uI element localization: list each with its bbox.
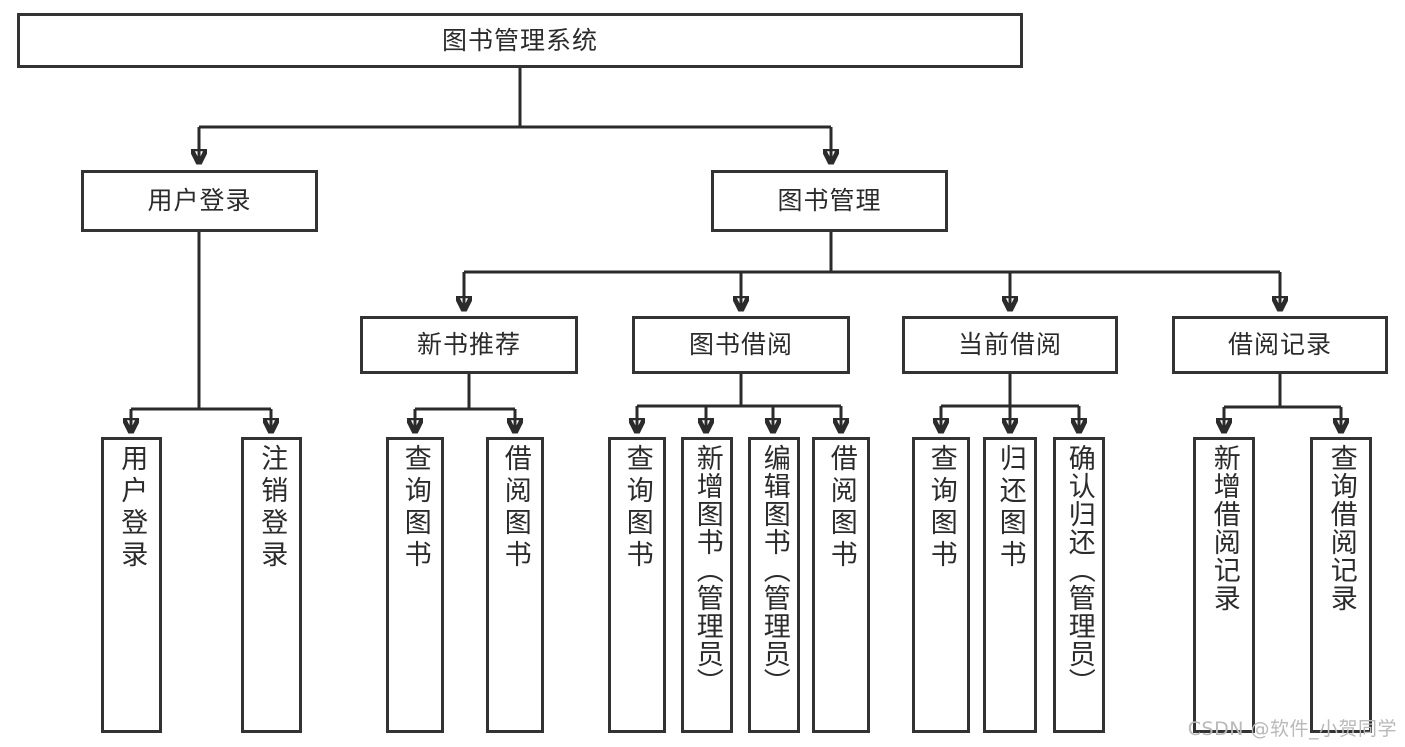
node-book-borrow[interactable]: 图书借阅: [632, 316, 850, 374]
node-label: 新增借阅记录: [1208, 444, 1240, 612]
node-label: 编辑图书（管理员）: [758, 444, 790, 696]
node-label: 图书借阅: [688, 330, 793, 360]
node-label: 查询图书: [399, 444, 431, 572]
node-label: 借阅图书: [499, 444, 531, 572]
node-label: 新书推荐: [416, 330, 521, 360]
node-label: 新增图书（管理员）: [691, 444, 723, 696]
node-leaf-add-book[interactable]: 新增图书（管理员）: [681, 437, 733, 733]
node-leaf-borrow-book[interactable]: 借阅图书: [812, 437, 870, 733]
node-new-book-recommend[interactable]: 新书推荐: [360, 316, 578, 374]
node-label: 查询图书: [621, 444, 653, 572]
node-label: 用户登录: [147, 186, 252, 216]
node-label: 借阅图书: [825, 444, 857, 572]
node-label: 用户登录: [116, 444, 148, 572]
node-user-login[interactable]: 用户登录: [81, 170, 318, 232]
node-leaf-return-book[interactable]: 归还图书: [983, 437, 1037, 733]
node-label: 查询图书: [925, 444, 957, 572]
node-leaf-user-login[interactable]: 用户登录: [101, 437, 162, 733]
node-borrow-record[interactable]: 借阅记录: [1172, 316, 1388, 374]
node-label: 注销登录: [256, 444, 288, 572]
node-label: 查询借阅记录: [1325, 444, 1357, 612]
node-label: 图书管理系统: [441, 25, 598, 55]
node-leaf-query-book-borrow[interactable]: 查询图书: [608, 437, 666, 733]
node-leaf-borrow-book-recommend[interactable]: 借阅图书: [486, 437, 544, 733]
node-leaf-add-borrow-record[interactable]: 新增借阅记录: [1193, 437, 1255, 733]
node-label: 归还图书: [994, 444, 1026, 572]
node-label: 确认归还（管理员）: [1063, 444, 1095, 696]
csdn-watermark: CSDN @软件_小贺同学: [1187, 718, 1397, 740]
node-label: 当前借阅: [957, 330, 1062, 360]
node-leaf-edit-book[interactable]: 编辑图书（管理员）: [748, 437, 800, 733]
node-root-book-management-system[interactable]: 图书管理系统: [17, 13, 1023, 68]
node-leaf-query-book-recommend[interactable]: 查询图书: [386, 437, 444, 733]
node-book-manage[interactable]: 图书管理: [711, 170, 948, 232]
node-label: 图书管理: [777, 186, 882, 216]
node-leaf-confirm-return[interactable]: 确认归还（管理员）: [1053, 437, 1105, 733]
node-leaf-logout-login[interactable]: 注销登录: [241, 437, 302, 733]
node-leaf-query-borrow-record[interactable]: 查询借阅记录: [1310, 437, 1372, 733]
node-leaf-query-book-current[interactable]: 查询图书: [912, 437, 970, 733]
node-current-borrow[interactable]: 当前借阅: [902, 316, 1118, 374]
node-label: 借阅记录: [1227, 330, 1332, 360]
